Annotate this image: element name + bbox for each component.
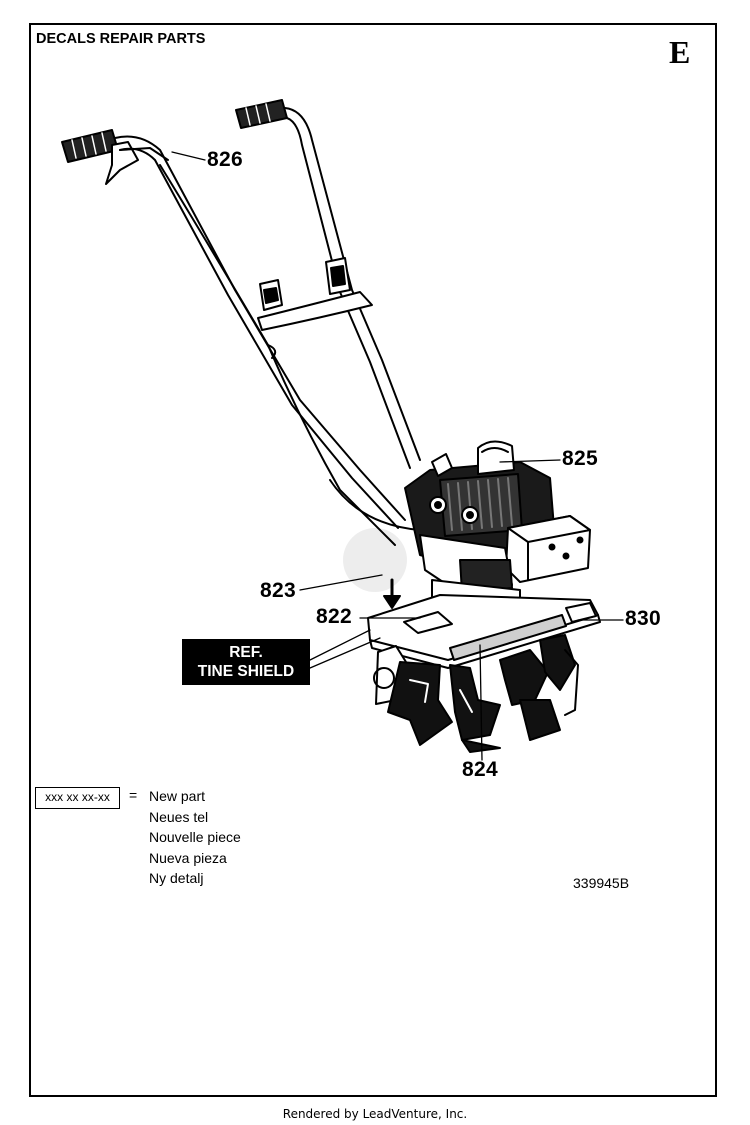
left-handle-grip bbox=[61, 129, 119, 163]
footer-credit: Rendered by LeadVenture, Inc. bbox=[282, 1107, 468, 1121]
callout-824: 824 bbox=[462, 758, 498, 781]
legend-equals: = bbox=[129, 787, 138, 803]
ref-tine-shield-label: REF. TINE SHIELD bbox=[182, 639, 310, 685]
page-frame bbox=[29, 23, 717, 1097]
section-letter: E bbox=[669, 34, 691, 70]
legend-item: Neues tel bbox=[149, 808, 209, 825]
legend-item: New part bbox=[149, 788, 206, 804]
legend-item: Nueva pieza bbox=[149, 849, 227, 866]
watermark-logo bbox=[343, 528, 407, 592]
callout-822: 822 bbox=[316, 605, 352, 628]
drawing-number: 339945B bbox=[573, 875, 630, 891]
tines bbox=[373, 634, 579, 753]
legend-part-number-box: xxx xx xx-xx bbox=[35, 787, 120, 809]
page-title: DECALS REPAIR PARTS bbox=[36, 31, 206, 47]
callout-826: 826 bbox=[207, 148, 243, 171]
ref-label-line1: REF. bbox=[229, 644, 263, 661]
right-handle-grip bbox=[235, 99, 288, 129]
callout-830: 830 bbox=[625, 607, 661, 630]
engine bbox=[404, 440, 591, 593]
callout-823: 823 bbox=[260, 579, 296, 602]
ref-label-line2: TINE SHIELD bbox=[197, 663, 295, 680]
callout-825: 825 bbox=[562, 447, 598, 470]
legend-list: New part Neues tel Nouvelle piece Nueva … bbox=[149, 786, 241, 889]
legend-item: Nouvelle piece bbox=[149, 829, 241, 845]
tine-shield bbox=[367, 594, 601, 669]
legend-item: Ny detalj bbox=[149, 870, 204, 886]
